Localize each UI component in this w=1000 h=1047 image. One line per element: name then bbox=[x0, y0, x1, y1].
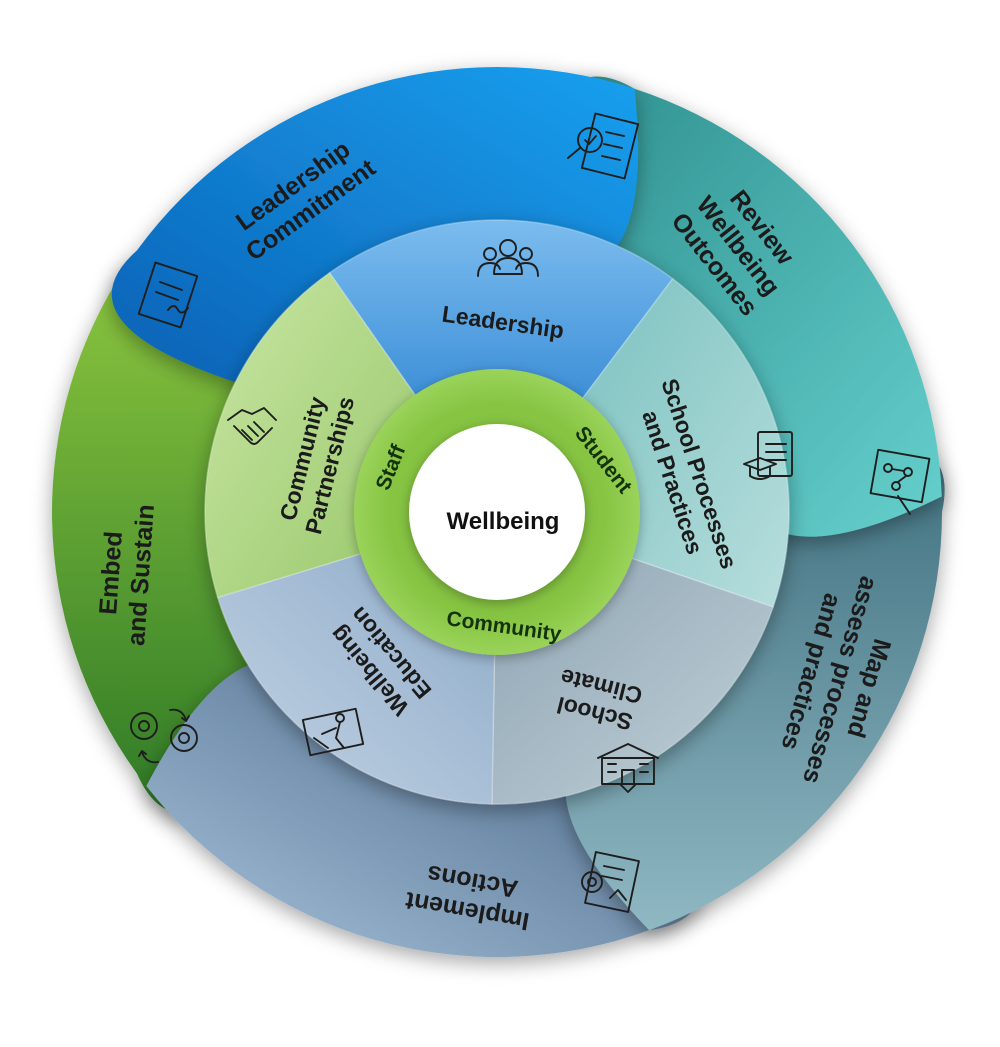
people-group-icon bbox=[477, 239, 539, 277]
process-map-icon bbox=[869, 448, 931, 515]
cycle-gears-icon bbox=[130, 708, 198, 764]
inner-ring: Staff Student Community Wellbeing bbox=[354, 369, 640, 655]
signed-document-icon bbox=[137, 261, 199, 329]
outer-petal-map-assess bbox=[565, 443, 945, 931]
outer-petal-leadership-commitment bbox=[111, 67, 639, 395]
outer-ring bbox=[51, 67, 945, 957]
handshake-icon bbox=[227, 407, 277, 445]
outer-petal-implement-actions bbox=[146, 659, 702, 957]
center-circle bbox=[409, 424, 585, 600]
teaching-board-icon bbox=[301, 707, 365, 757]
graduate-document-icon bbox=[743, 431, 793, 480]
center-label: Wellbeing bbox=[447, 508, 560, 535]
outer-petal-review-wellbeing-outcomes bbox=[539, 76, 942, 537]
middle-ring bbox=[204, 219, 790, 805]
checklist-magnifier-icon bbox=[567, 112, 640, 180]
school-building-icon bbox=[597, 743, 659, 793]
gear-document-icon bbox=[581, 851, 640, 913]
